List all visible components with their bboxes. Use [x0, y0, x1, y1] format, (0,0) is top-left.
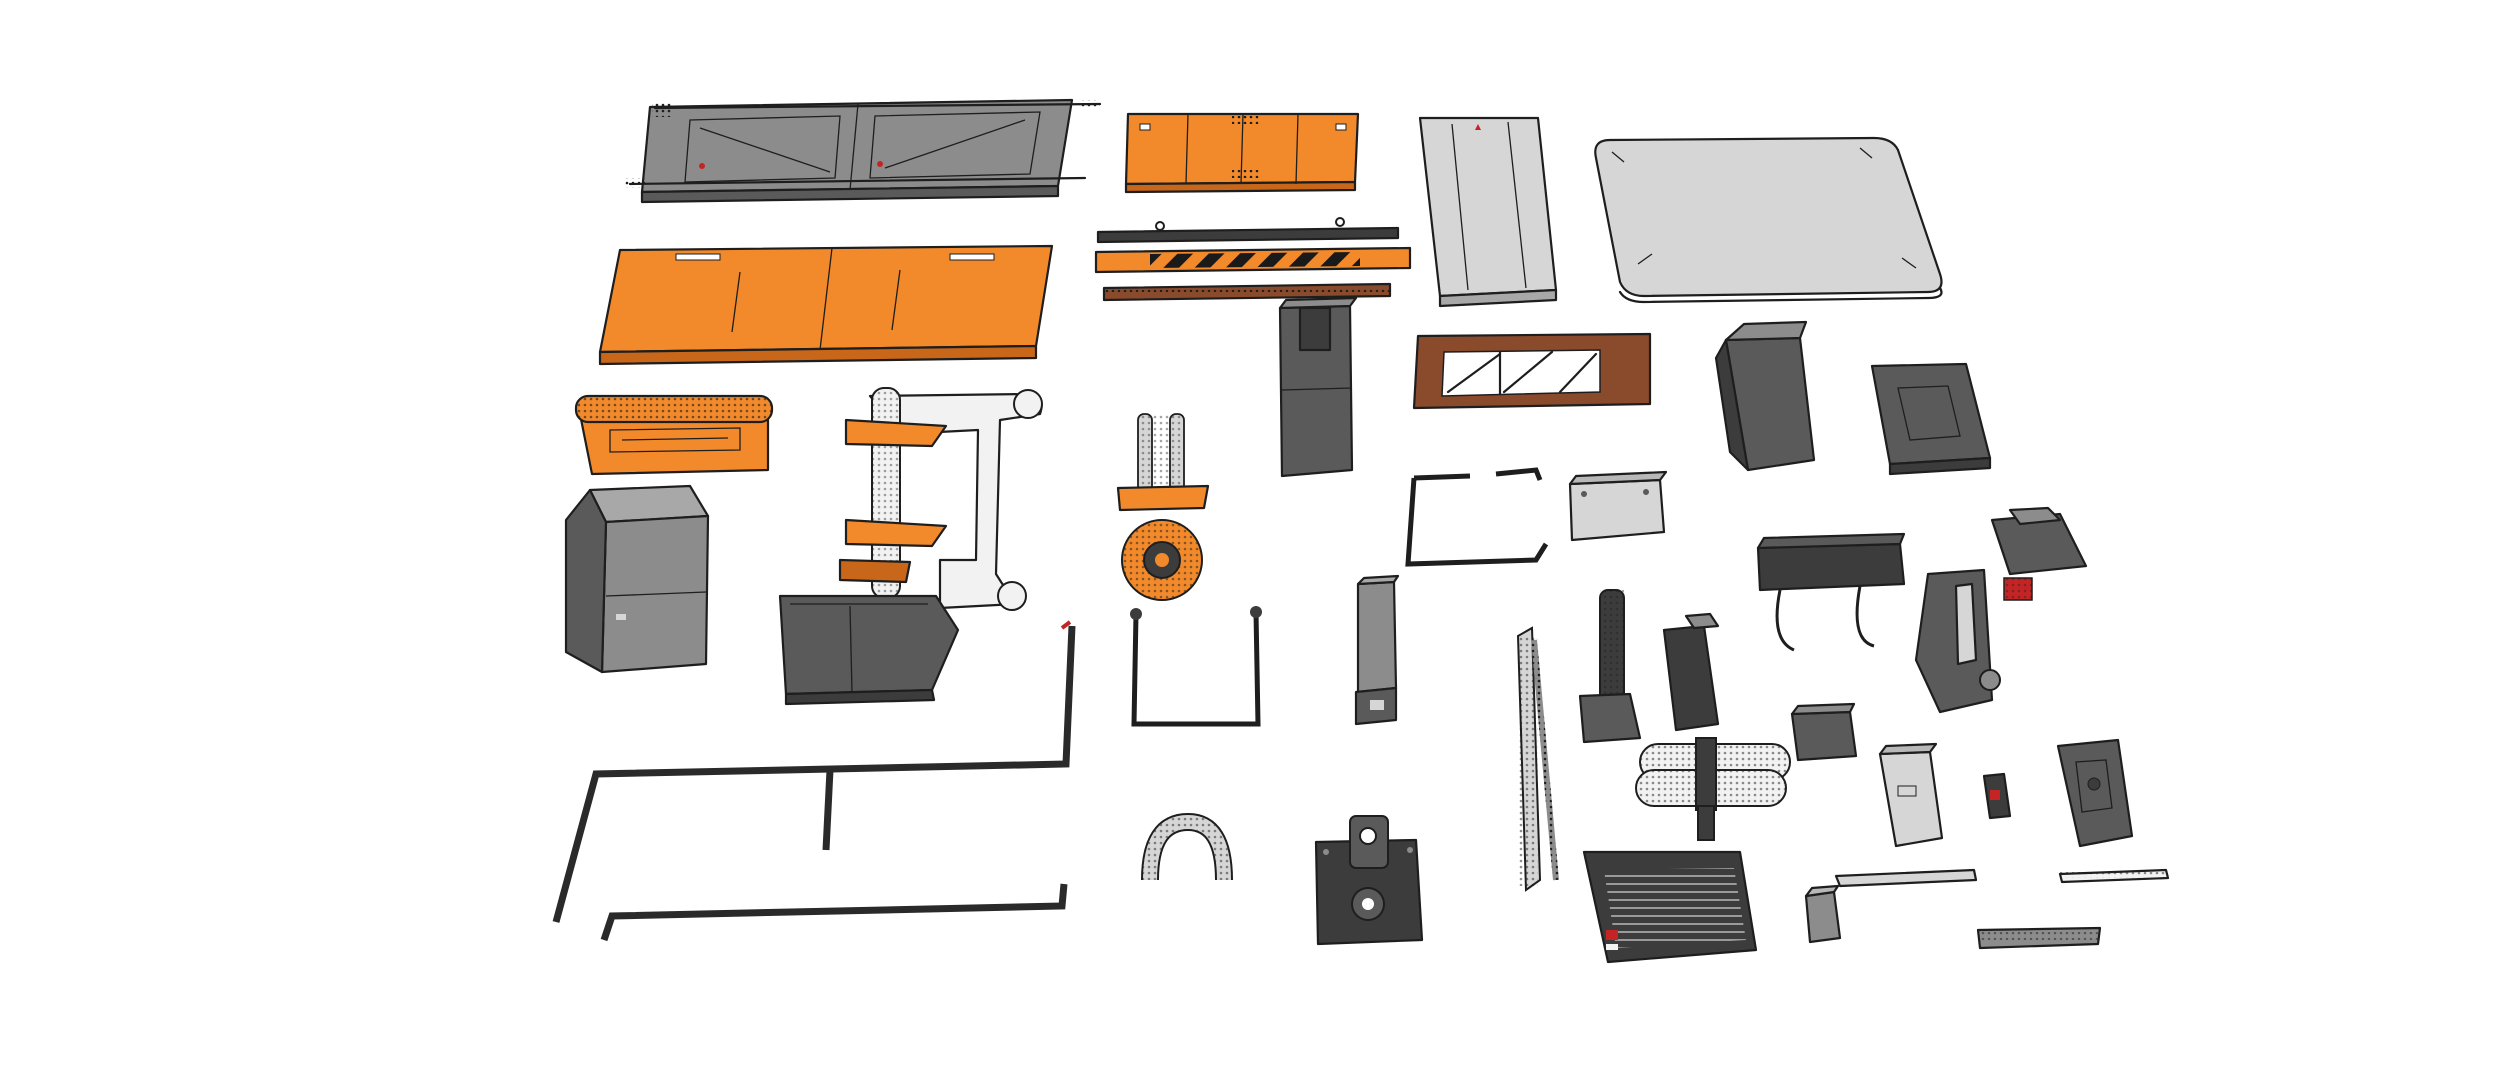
light-gray-rounded-plate [1594, 136, 1943, 304]
orange-roll-case [574, 394, 774, 476]
gray-robot-arm [1914, 506, 2088, 714]
black-wire-loop [1130, 606, 1262, 727]
black-pipe-frame [552, 620, 1076, 942]
flexible-hose-u [1141, 812, 1233, 881]
gray-tall-cabinet [1278, 296, 1358, 478]
black-pipe-frame [1405, 467, 1549, 567]
twin-cylinder-tank [1635, 737, 1791, 841]
orange-folding-board [1124, 112, 1360, 194]
gray-column-piece [1354, 574, 1400, 726]
charcoal-bracket [1578, 589, 1720, 744]
gray-stretcher-board [625, 98, 1102, 204]
orange-articulated-arm [838, 387, 1043, 611]
coiled-spring-post [1516, 626, 1559, 892]
orange-gear-assembly [1116, 413, 1210, 601]
gray-small-box [1714, 320, 1816, 472]
gray-junction-box [1568, 470, 1668, 542]
gray-hopper-base [778, 594, 960, 706]
gray-battery-pack [1870, 362, 1992, 476]
brown-rail [1102, 282, 1392, 302]
brown-truss-frame [1412, 332, 1652, 410]
gray-small-block [1982, 772, 2012, 820]
light-gray-tray [1418, 116, 1558, 308]
hazard-stripe-bar [1094, 217, 1412, 274]
gray-slim-rail [1834, 868, 2170, 950]
charcoal-mount-plate [1314, 815, 1424, 946]
gray-storage-box [564, 484, 710, 674]
gray-battery-pack [2056, 738, 2134, 848]
gray-small-block [1790, 702, 1858, 762]
charcoal-heat-sink-panel [1582, 850, 1758, 964]
gray-small-block [1804, 884, 1842, 944]
gray-small-block [1878, 742, 1944, 848]
charcoal-battery-long [1756, 532, 1906, 652]
orange-large-board [598, 244, 1054, 366]
